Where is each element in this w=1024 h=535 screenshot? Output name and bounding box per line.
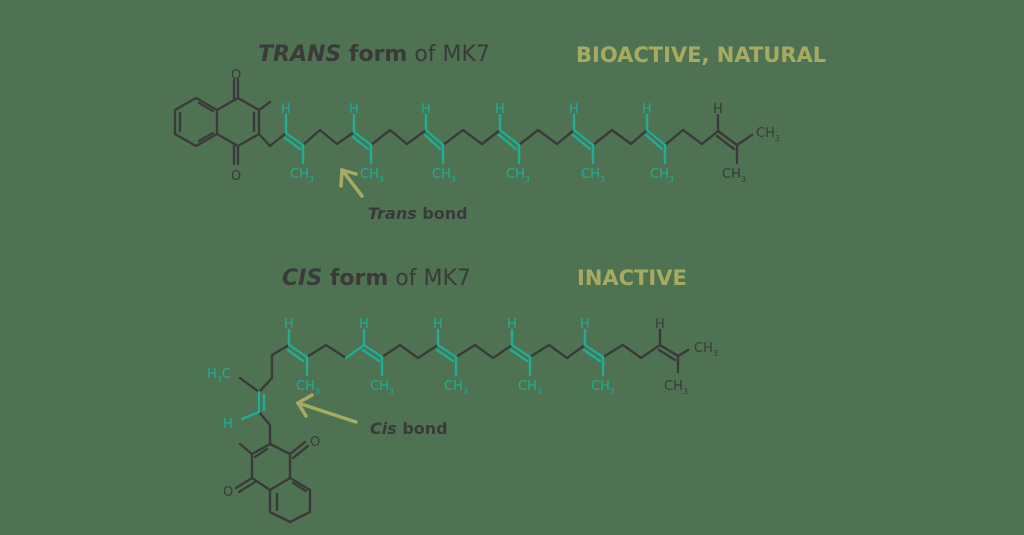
cis-naphthoquinone-ring bbox=[234, 440, 312, 524]
h-label: H bbox=[421, 102, 431, 117]
ch-text: CH bbox=[722, 167, 741, 182]
svg-text:CH3: CH3 bbox=[296, 379, 320, 396]
h-label: H bbox=[569, 102, 579, 117]
cis-hydrogen-labels: H H H H H H H H3C bbox=[207, 317, 665, 432]
cis-bond-label-rest: bond bbox=[396, 419, 448, 438]
trans-bond-label-it: Trans bbox=[368, 204, 417, 223]
h-label: H bbox=[642, 102, 652, 117]
ch-text: CH bbox=[444, 379, 463, 394]
ch-text: CH bbox=[370, 379, 389, 394]
svg-text:CH3: CH3 bbox=[664, 379, 688, 396]
ch-text: CH bbox=[360, 167, 379, 182]
trans-naphthoquinone-ring bbox=[173, 78, 272, 166]
svg-text:CH3: CH3 bbox=[591, 379, 615, 396]
sub-3: 3 bbox=[600, 175, 605, 184]
svg-text:CH3: CH3 bbox=[581, 167, 605, 184]
cis-oxygen-left: O bbox=[223, 485, 233, 500]
ch-text: CH bbox=[581, 167, 600, 182]
svg-text:CH3: CH3 bbox=[722, 167, 746, 184]
cis-chain bbox=[270, 343, 690, 380]
cis-molecule: H H H H H H H H3C CH3 CH3 CH3 CH3 CH3 CH… bbox=[207, 317, 718, 524]
cis-double-bonds bbox=[240, 328, 680, 421]
sub-3: 3 bbox=[741, 175, 746, 184]
h3c-h: H bbox=[207, 367, 217, 382]
h-label: H bbox=[349, 102, 359, 117]
trans-title-form: form bbox=[341, 42, 408, 67]
cis-title-em: CIS bbox=[282, 266, 323, 291]
ch-text: CH bbox=[756, 126, 775, 141]
trans-status-bioactive: BIOACTIVE, NATURAL bbox=[576, 43, 827, 67]
sub-3: 3 bbox=[683, 387, 688, 396]
h-label: H bbox=[433, 317, 443, 332]
trans-title-em: TRANS bbox=[258, 42, 342, 67]
svg-text:CH3: CH3 bbox=[650, 167, 674, 184]
sub-3: 3 bbox=[610, 387, 615, 396]
sub-3: 3 bbox=[537, 387, 542, 396]
sub-3: 3 bbox=[669, 175, 674, 184]
svg-text:H3C: H3C bbox=[207, 367, 231, 384]
sub-3: 3 bbox=[713, 349, 718, 358]
h3c-3: 3 bbox=[217, 375, 222, 384]
svg-text:CH3: CH3 bbox=[360, 167, 384, 184]
svg-text:CH3: CH3 bbox=[694, 341, 718, 358]
ch-text: CH bbox=[290, 167, 309, 182]
trans-oxygen-top: O bbox=[231, 68, 241, 83]
ch-text: CH bbox=[296, 379, 315, 394]
sub-3: 3 bbox=[525, 175, 530, 184]
sub-3: 3 bbox=[775, 134, 780, 143]
cis-status-inactive: INACTIVE bbox=[577, 266, 687, 290]
ch-text: CH bbox=[650, 167, 669, 182]
ch-text: CH bbox=[506, 167, 525, 182]
ch-text: CH bbox=[432, 167, 451, 182]
sub-3: 3 bbox=[451, 175, 456, 184]
h-label: H bbox=[281, 102, 291, 117]
trans-bond-label-rest: bond bbox=[416, 204, 468, 223]
h-label: H bbox=[713, 102, 723, 117]
svg-text:CH3: CH3 bbox=[756, 126, 780, 143]
trans-form-title: TRANS form of MK7 bbox=[258, 42, 490, 67]
h-label: H bbox=[495, 102, 505, 117]
svg-text:CH3: CH3 bbox=[432, 167, 456, 184]
h-label: H bbox=[580, 317, 590, 332]
sub-3: 3 bbox=[309, 175, 314, 184]
cis-bond-label: Cis bond bbox=[370, 419, 448, 438]
cis-methyl-labels: CH3 CH3 CH3 CH3 CH3 CH3 CH3 bbox=[296, 341, 718, 396]
svg-text:CH3: CH3 bbox=[518, 379, 542, 396]
ch-text: CH bbox=[518, 379, 537, 394]
cis-form-title: CIS form of MK7 bbox=[282, 266, 471, 291]
trans-methyl-labels: CH3 CH3 CH3 CH3 CH3 CH3 CH3 CH3 bbox=[290, 126, 780, 184]
svg-text:CH3: CH3 bbox=[370, 379, 394, 396]
trans-title-rest: of MK7 bbox=[407, 42, 490, 67]
sub-3: 3 bbox=[315, 387, 320, 396]
cis-title-rest: of MK7 bbox=[388, 266, 471, 291]
ch-text: CH bbox=[664, 379, 683, 394]
cis-oxygen-right: O bbox=[310, 435, 320, 450]
sub-3: 3 bbox=[379, 175, 384, 184]
sub-3: 3 bbox=[463, 387, 468, 396]
trans-hydrogen-labels: H H H H H H H bbox=[281, 102, 723, 117]
trans-double-bonds bbox=[283, 113, 739, 165]
trans-bond-arrow-icon bbox=[339, 168, 364, 198]
cis-bond-label-it: Cis bbox=[370, 419, 397, 438]
h-label: H bbox=[507, 317, 517, 332]
sub-3: 3 bbox=[389, 387, 394, 396]
h-label: H bbox=[655, 317, 665, 332]
ch-text: CH bbox=[591, 379, 610, 394]
svg-text:CH3: CH3 bbox=[290, 167, 314, 184]
h-label: H bbox=[223, 417, 233, 432]
svg-text:CH3: CH3 bbox=[444, 379, 468, 396]
ch-text: CH bbox=[694, 341, 713, 356]
cis-bond-arrow-icon bbox=[296, 393, 358, 424]
h-label: H bbox=[284, 317, 294, 332]
h-label: H bbox=[359, 317, 369, 332]
svg-text:CH3: CH3 bbox=[506, 167, 530, 184]
cis-title-form: form bbox=[322, 266, 389, 291]
h3c-c: C bbox=[222, 367, 231, 382]
trans-molecule: O O H H H H H H bbox=[173, 68, 780, 198]
trans-oxygen-bottom: O bbox=[231, 169, 241, 184]
trans-bond-label: Trans bond bbox=[368, 204, 468, 223]
cis-chain-link bbox=[257, 376, 274, 446]
